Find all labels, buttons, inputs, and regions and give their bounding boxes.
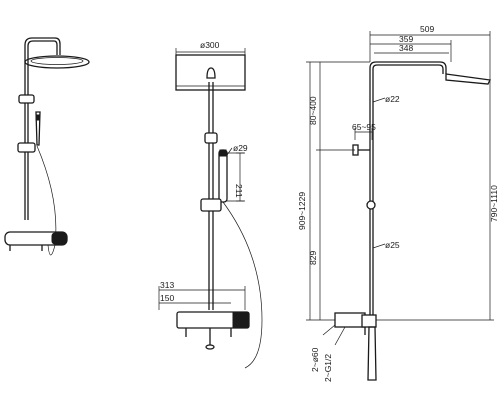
overhead-shower-head-side — [445, 73, 491, 85]
perspective-view — [4, 37, 90, 256]
dim-arm-projection: 359 — [399, 34, 413, 44]
hand-shower-side — [367, 326, 377, 381]
dim-escutcheon-diameter: 2~ø60 — [310, 347, 320, 372]
thermostatic-mixer — [4, 231, 68, 246]
hand-shower-front — [218, 149, 228, 203]
dim-head-diameter: ø300 — [200, 40, 220, 50]
dim-inlet-centres: 150 — [160, 293, 174, 303]
dim-bracket-to-mixer: 829 — [308, 251, 318, 265]
slide-bracket — [17, 142, 36, 153]
dim-bracket-adjustment: 80~400 — [308, 96, 318, 125]
dim-mixer-width: 313 — [160, 280, 174, 290]
dim-arm-inner: 348 — [399, 43, 413, 53]
slide-bracket-front — [200, 198, 222, 212]
shower-arm-side — [369, 61, 447, 78]
thermostatic-mixer-side — [334, 312, 366, 328]
dim-inlet-thread: 2~G1/2 — [323, 354, 333, 382]
dim-handshower-length: 211 — [234, 184, 244, 198]
dim-total-projection: 509 — [420, 24, 434, 34]
dim-riser-diameter: ø22 — [385, 94, 400, 104]
front-view: ø300 ø29 211 313 150 — [158, 40, 263, 369]
hose-front — [222, 201, 263, 369]
dim-lower-pipe-diameter: ø25 — [385, 240, 400, 250]
side-view: 509 359 348 ø22 65~95 ø25 — [297, 24, 499, 382]
shower-arm — [24, 37, 61, 55]
wall-bracket — [18, 94, 35, 104]
dim-handshower-diameter: ø29 — [233, 143, 248, 153]
dim-wall-distance: 65~95 — [352, 122, 376, 132]
dim-total-height: 909~1229 — [297, 192, 307, 230]
overhead-shower-head-front — [175, 54, 246, 91]
hand-shower — [35, 111, 41, 146]
thermostatic-mixer-front — [176, 311, 250, 329]
dim-head-to-mixer: 790~1110 — [489, 185, 499, 222]
